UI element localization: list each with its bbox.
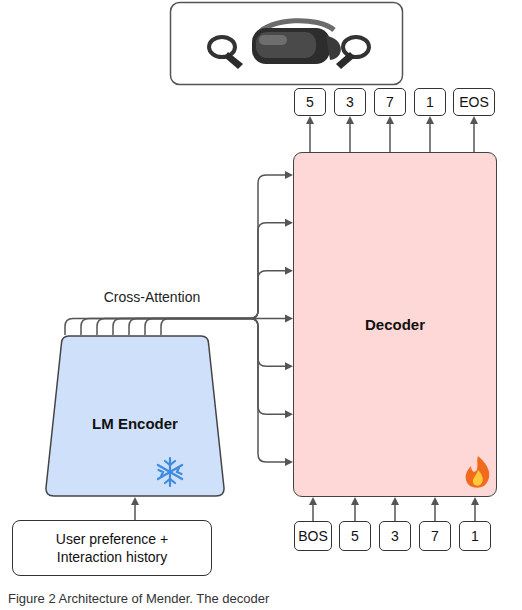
arrow-head <box>285 315 293 323</box>
arrow-head <box>391 497 399 505</box>
node-label: 7 <box>431 528 439 544</box>
node-label: BOS <box>298 528 328 544</box>
connector <box>309 497 317 521</box>
input-token: 5 <box>339 521 371 551</box>
node-label: LM Encoder <box>45 415 225 432</box>
arrow-line <box>429 123 431 152</box>
arrow-head <box>285 171 293 179</box>
arrow-line <box>389 123 391 152</box>
arrow-line <box>312 504 314 521</box>
connector <box>391 497 399 521</box>
arrow-head <box>386 116 394 124</box>
output-token: 3 <box>334 88 366 116</box>
headset-illustration <box>171 3 403 85</box>
node-label: Decoder <box>365 316 425 333</box>
node-label: 3 <box>346 94 354 110</box>
connector <box>386 116 394 152</box>
figure-caption: Figure 2 Architecture of Mender. The dec… <box>8 591 269 606</box>
arrow-head <box>131 497 139 505</box>
connector <box>306 116 314 152</box>
trapezoid-path <box>46 336 224 496</box>
input-token: BOS <box>294 521 332 551</box>
attention-branch <box>250 175 286 319</box>
attention-branch <box>250 271 286 319</box>
arrow-head <box>285 410 293 418</box>
arrow-line <box>349 123 351 152</box>
input-token: 1 <box>459 521 491 551</box>
attention-branch <box>250 319 286 463</box>
attention-line <box>97 319 250 336</box>
attention-line <box>65 319 250 336</box>
connector <box>470 116 478 152</box>
arrow-head <box>346 116 354 124</box>
arrow-head <box>285 458 293 466</box>
attention-line <box>113 319 250 336</box>
arrow-head <box>431 497 439 505</box>
arrow-line <box>394 504 396 521</box>
arrow-line <box>134 504 136 520</box>
arrow-head <box>285 219 293 227</box>
node-label: 1 <box>426 94 434 110</box>
node-label: 7 <box>386 94 394 110</box>
output-token: 1 <box>414 88 446 116</box>
arrow-head <box>351 497 359 505</box>
node-label: 5 <box>351 528 359 544</box>
output-token: EOS <box>453 88 495 116</box>
attention-branch <box>250 318 286 320</box>
connector <box>426 116 434 152</box>
connector <box>431 497 439 521</box>
arrow-line <box>354 504 356 521</box>
encoder-trapezoid: LM Encoder <box>45 335 225 497</box>
node-label: User preference + Interaction history <box>39 530 185 566</box>
node-label: 3 <box>391 528 399 544</box>
input-token: 7 <box>419 521 451 551</box>
connector <box>471 497 479 521</box>
connector <box>131 497 139 520</box>
node-label: EOS <box>459 94 489 110</box>
input-box: User preference + Interaction history <box>12 520 212 576</box>
node-label: 1 <box>471 528 479 544</box>
arrow-head <box>309 497 317 505</box>
arrow-line <box>309 123 311 152</box>
arrow-line <box>434 504 436 521</box>
decoder-block: Decoder <box>293 152 497 497</box>
arrow-line <box>473 123 475 152</box>
attention-line <box>161 319 250 336</box>
arrow-head <box>470 116 478 124</box>
attention-branch <box>250 319 286 415</box>
connector <box>351 497 359 521</box>
connector <box>346 116 354 152</box>
arrow-head <box>306 116 314 124</box>
arrow-line <box>474 504 476 521</box>
attention-branch <box>250 319 286 367</box>
node-label: 5 <box>306 94 314 110</box>
attention-branch <box>250 223 286 319</box>
attention-line <box>81 319 250 336</box>
input-token: 3 <box>379 521 411 551</box>
edge-label: Cross-Attention <box>104 289 200 305</box>
arrow-head <box>426 116 434 124</box>
output-token: 7 <box>374 88 406 116</box>
arrow-head <box>285 362 293 370</box>
attention-line <box>145 319 250 336</box>
arrow-head <box>285 267 293 275</box>
output-token: 5 <box>294 88 326 116</box>
attention-line <box>129 319 250 336</box>
arrow-head <box>471 497 479 505</box>
